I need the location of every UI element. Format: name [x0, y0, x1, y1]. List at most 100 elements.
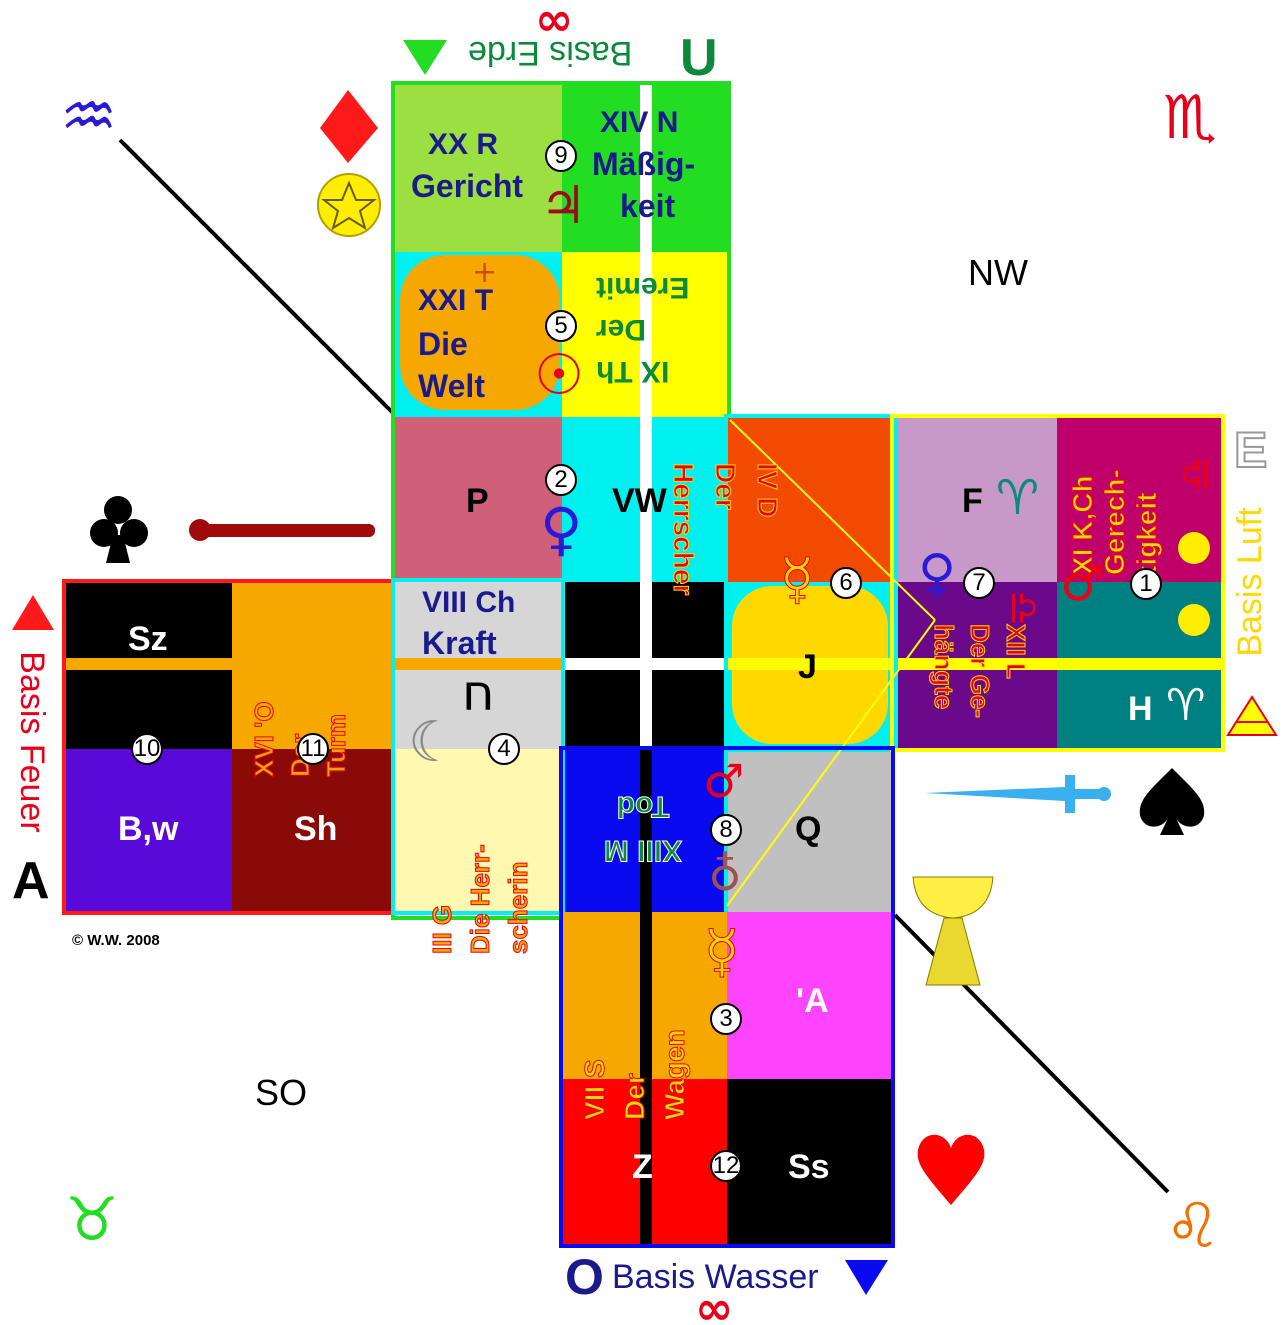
triangle-earth-icon	[403, 40, 447, 75]
triangle-water-icon	[845, 1260, 888, 1295]
gerechtigkeit-name-1: Gerech-	[1099, 425, 1131, 575]
cup-icon	[913, 877, 993, 985]
herrscherin-text: III G Die Herr- scherin	[423, 784, 537, 954]
number-6: 6	[830, 567, 862, 599]
herrscherin-name-2: scherin	[499, 784, 537, 954]
eremit-name-1: Der	[596, 308, 716, 350]
sun-dot-1	[1178, 532, 1210, 564]
heart-icon	[918, 1135, 985, 1205]
herrscher-name-2: Herrscher	[662, 463, 704, 623]
turm-numeral: XVI 'O	[246, 627, 282, 777]
h-label: H	[1128, 692, 1153, 726]
wagen-name-2: Wagen	[655, 960, 695, 1120]
sun-icon: ☉	[534, 348, 584, 404]
vw-label: VW	[612, 484, 667, 518]
herrscherin-name-1: Die Herr-	[461, 784, 499, 954]
q-label: Q	[795, 812, 821, 846]
hebrew-chet-icon: ח	[462, 668, 495, 718]
copyright: © W.W. 2008	[72, 933, 160, 948]
triangle-air-icon	[1228, 697, 1276, 735]
infinity-bottom: ∞	[695, 1285, 733, 1325]
moon-icon: ☾	[408, 715, 458, 771]
basis-luft-label: Basis Luft	[1233, 492, 1267, 672]
number-5: 5	[545, 310, 577, 342]
gerechtigkeit-text: XI K,Ch Gerech- tigkeit	[1067, 425, 1163, 575]
club-icon	[90, 496, 148, 563]
venus-icon-7: ♀	[918, 548, 956, 600]
kraft-name: Kraft	[422, 627, 497, 659]
aries-icon-f: ♈	[996, 474, 1039, 522]
mercury-icon-3: ☿	[704, 922, 740, 980]
massigkeit-name-1: Mäßig-	[592, 148, 695, 180]
gericht-numeral: XX R	[428, 130, 498, 160]
number-12: 12	[710, 1150, 742, 1182]
taurus-icon: ♉	[65, 1190, 119, 1250]
herrscher-name-1: Der	[704, 463, 746, 623]
a-apos-label: 'A	[796, 984, 829, 1018]
mars-icon-8: ♂	[703, 758, 744, 804]
welt-numeral: XXI T	[418, 286, 493, 316]
gehangte-text: XII L Der Ge- hängte	[926, 624, 1034, 784]
basis-feuer-letter: A	[12, 855, 50, 907]
welt-name-1: Die	[418, 328, 468, 360]
spade-icon	[1140, 768, 1204, 835]
gerechtigkeit-name-2: tigkeit	[1131, 425, 1163, 575]
number-11: 11	[297, 733, 329, 765]
massigkeit-numeral: XIV N	[600, 108, 678, 138]
f-label: F	[962, 484, 983, 518]
number-3: 3	[710, 1003, 742, 1035]
eremit-text: IX Th Der Eremit	[596, 266, 716, 392]
venus-icon-2: ♀	[540, 500, 582, 558]
basis-luft-letter: E	[1234, 425, 1267, 475]
eremit-numeral: IX Th	[596, 350, 716, 392]
eremit-name-2: Eremit	[596, 266, 716, 308]
j-label: J	[798, 650, 817, 684]
gehangte-name-1: Der Ge-	[962, 624, 998, 784]
mars-icon-1: ♂	[1060, 558, 1105, 608]
number-7: 7	[963, 567, 995, 599]
basis-wasser-letter: O	[565, 1252, 604, 1302]
basis-erde-label: Basis Erde	[468, 36, 632, 70]
kraft-numeral: VIII Ch	[422, 588, 515, 618]
wand-icon	[200, 524, 375, 537]
number-4: 4	[488, 733, 520, 765]
herrscher-text: IV D Der Herrscher	[662, 463, 788, 623]
direction-so: SO	[255, 1075, 307, 1111]
bw-label: B,w	[118, 812, 178, 846]
venus-inverted-icon: ♀	[708, 850, 742, 896]
direction-nw: NW	[968, 255, 1028, 291]
aries-icon-h: ♈	[1166, 684, 1205, 728]
welt-name-2: Welt	[418, 370, 485, 402]
basis-erde-letter: U	[680, 32, 718, 84]
mercury-icon-6: ☿	[780, 552, 814, 608]
gericht-name: Gericht	[411, 170, 523, 202]
gehangte-name-2: hängte	[926, 624, 962, 784]
aquarius-icon: ♒	[60, 85, 117, 149]
diamond-icon	[320, 90, 378, 163]
tod-name: Tod	[588, 784, 698, 828]
wagen-numeral: VII S	[575, 960, 615, 1120]
herrscherin-numeral: III G	[423, 784, 461, 954]
ss-label: Ss	[788, 1150, 830, 1184]
sh-label: Sh	[294, 812, 337, 846]
sz-label: Sz	[128, 622, 168, 656]
number-1: 1	[1130, 568, 1162, 600]
tod-numeral: XIII M	[588, 828, 698, 872]
gehangte-numeral: XII L	[998, 624, 1034, 784]
basis-feuer-label: Basis Feuer	[15, 642, 49, 842]
number-9: 9	[545, 140, 577, 172]
p-label: P	[466, 484, 489, 518]
scorpio-icon: ♏	[1163, 88, 1217, 148]
wagen-name-1: Der	[615, 960, 655, 1120]
number-10: 10	[131, 733, 163, 765]
gerechtigkeit-numeral: XI K,Ch	[1067, 425, 1099, 575]
number-8: 8	[710, 814, 742, 846]
jupiter-icon: ♃	[540, 180, 587, 232]
libra-icon-1: ♎	[1176, 456, 1216, 492]
tod-text: XIII M Tod	[588, 784, 698, 872]
earth-cross-icon: +	[472, 258, 497, 288]
wagen-text: VII S Der Wagen	[575, 960, 695, 1120]
leo-icon: ♌	[1165, 1195, 1221, 1257]
libra-icon-7: ♎	[1003, 590, 1043, 626]
